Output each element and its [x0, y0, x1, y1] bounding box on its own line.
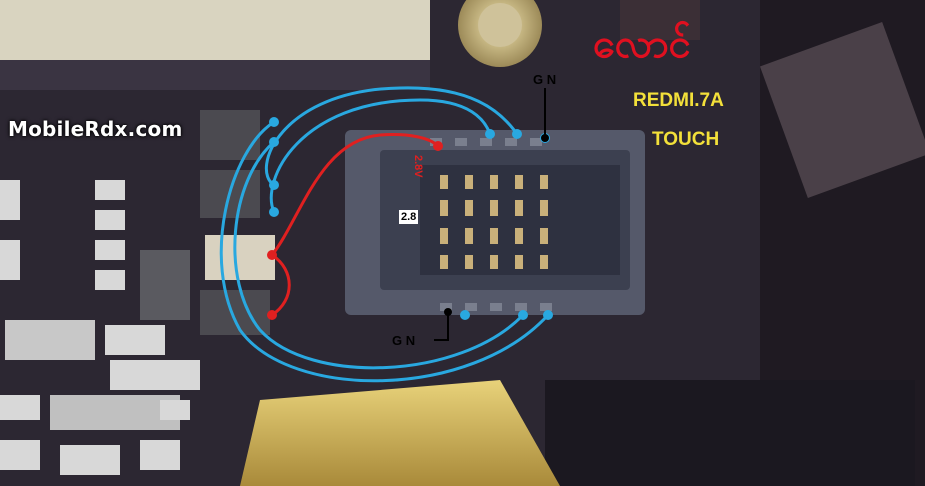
blue-point-1: [269, 117, 279, 127]
blue-point-10: [460, 310, 470, 320]
ground-label-top: G N: [533, 72, 557, 87]
blue-point-8: [518, 310, 528, 320]
part-label: TOUCH: [652, 129, 720, 150]
ground-label-bottom: G N: [392, 333, 416, 348]
chip-bottom-right: [545, 380, 915, 486]
gold-bracket: [240, 380, 560, 486]
touch-connector: [345, 130, 645, 315]
brand-logo-text: လောင်: [593, 21, 691, 67]
model-label: REDMI.7A: [633, 90, 724, 111]
voltage-label: 2.8: [399, 210, 419, 224]
blue-point-9: [543, 310, 553, 320]
red-point-1: [433, 141, 443, 151]
blue-point-2: [269, 137, 279, 147]
ground-marker-top: [541, 88, 549, 142]
blue-point-5: [485, 129, 495, 139]
ground-marker-bottom: [434, 308, 452, 341]
blue-point-3: [269, 180, 279, 190]
blue-point-4: [269, 207, 279, 217]
voltage-label-rotated: 2.8V: [412, 155, 424, 178]
blue-point-6: [512, 129, 522, 139]
red-point-3: [267, 310, 277, 320]
red-jumpers: [270, 133, 440, 317]
watermark: MobileRdx.com: [8, 117, 183, 141]
red-point-2: [267, 250, 277, 260]
